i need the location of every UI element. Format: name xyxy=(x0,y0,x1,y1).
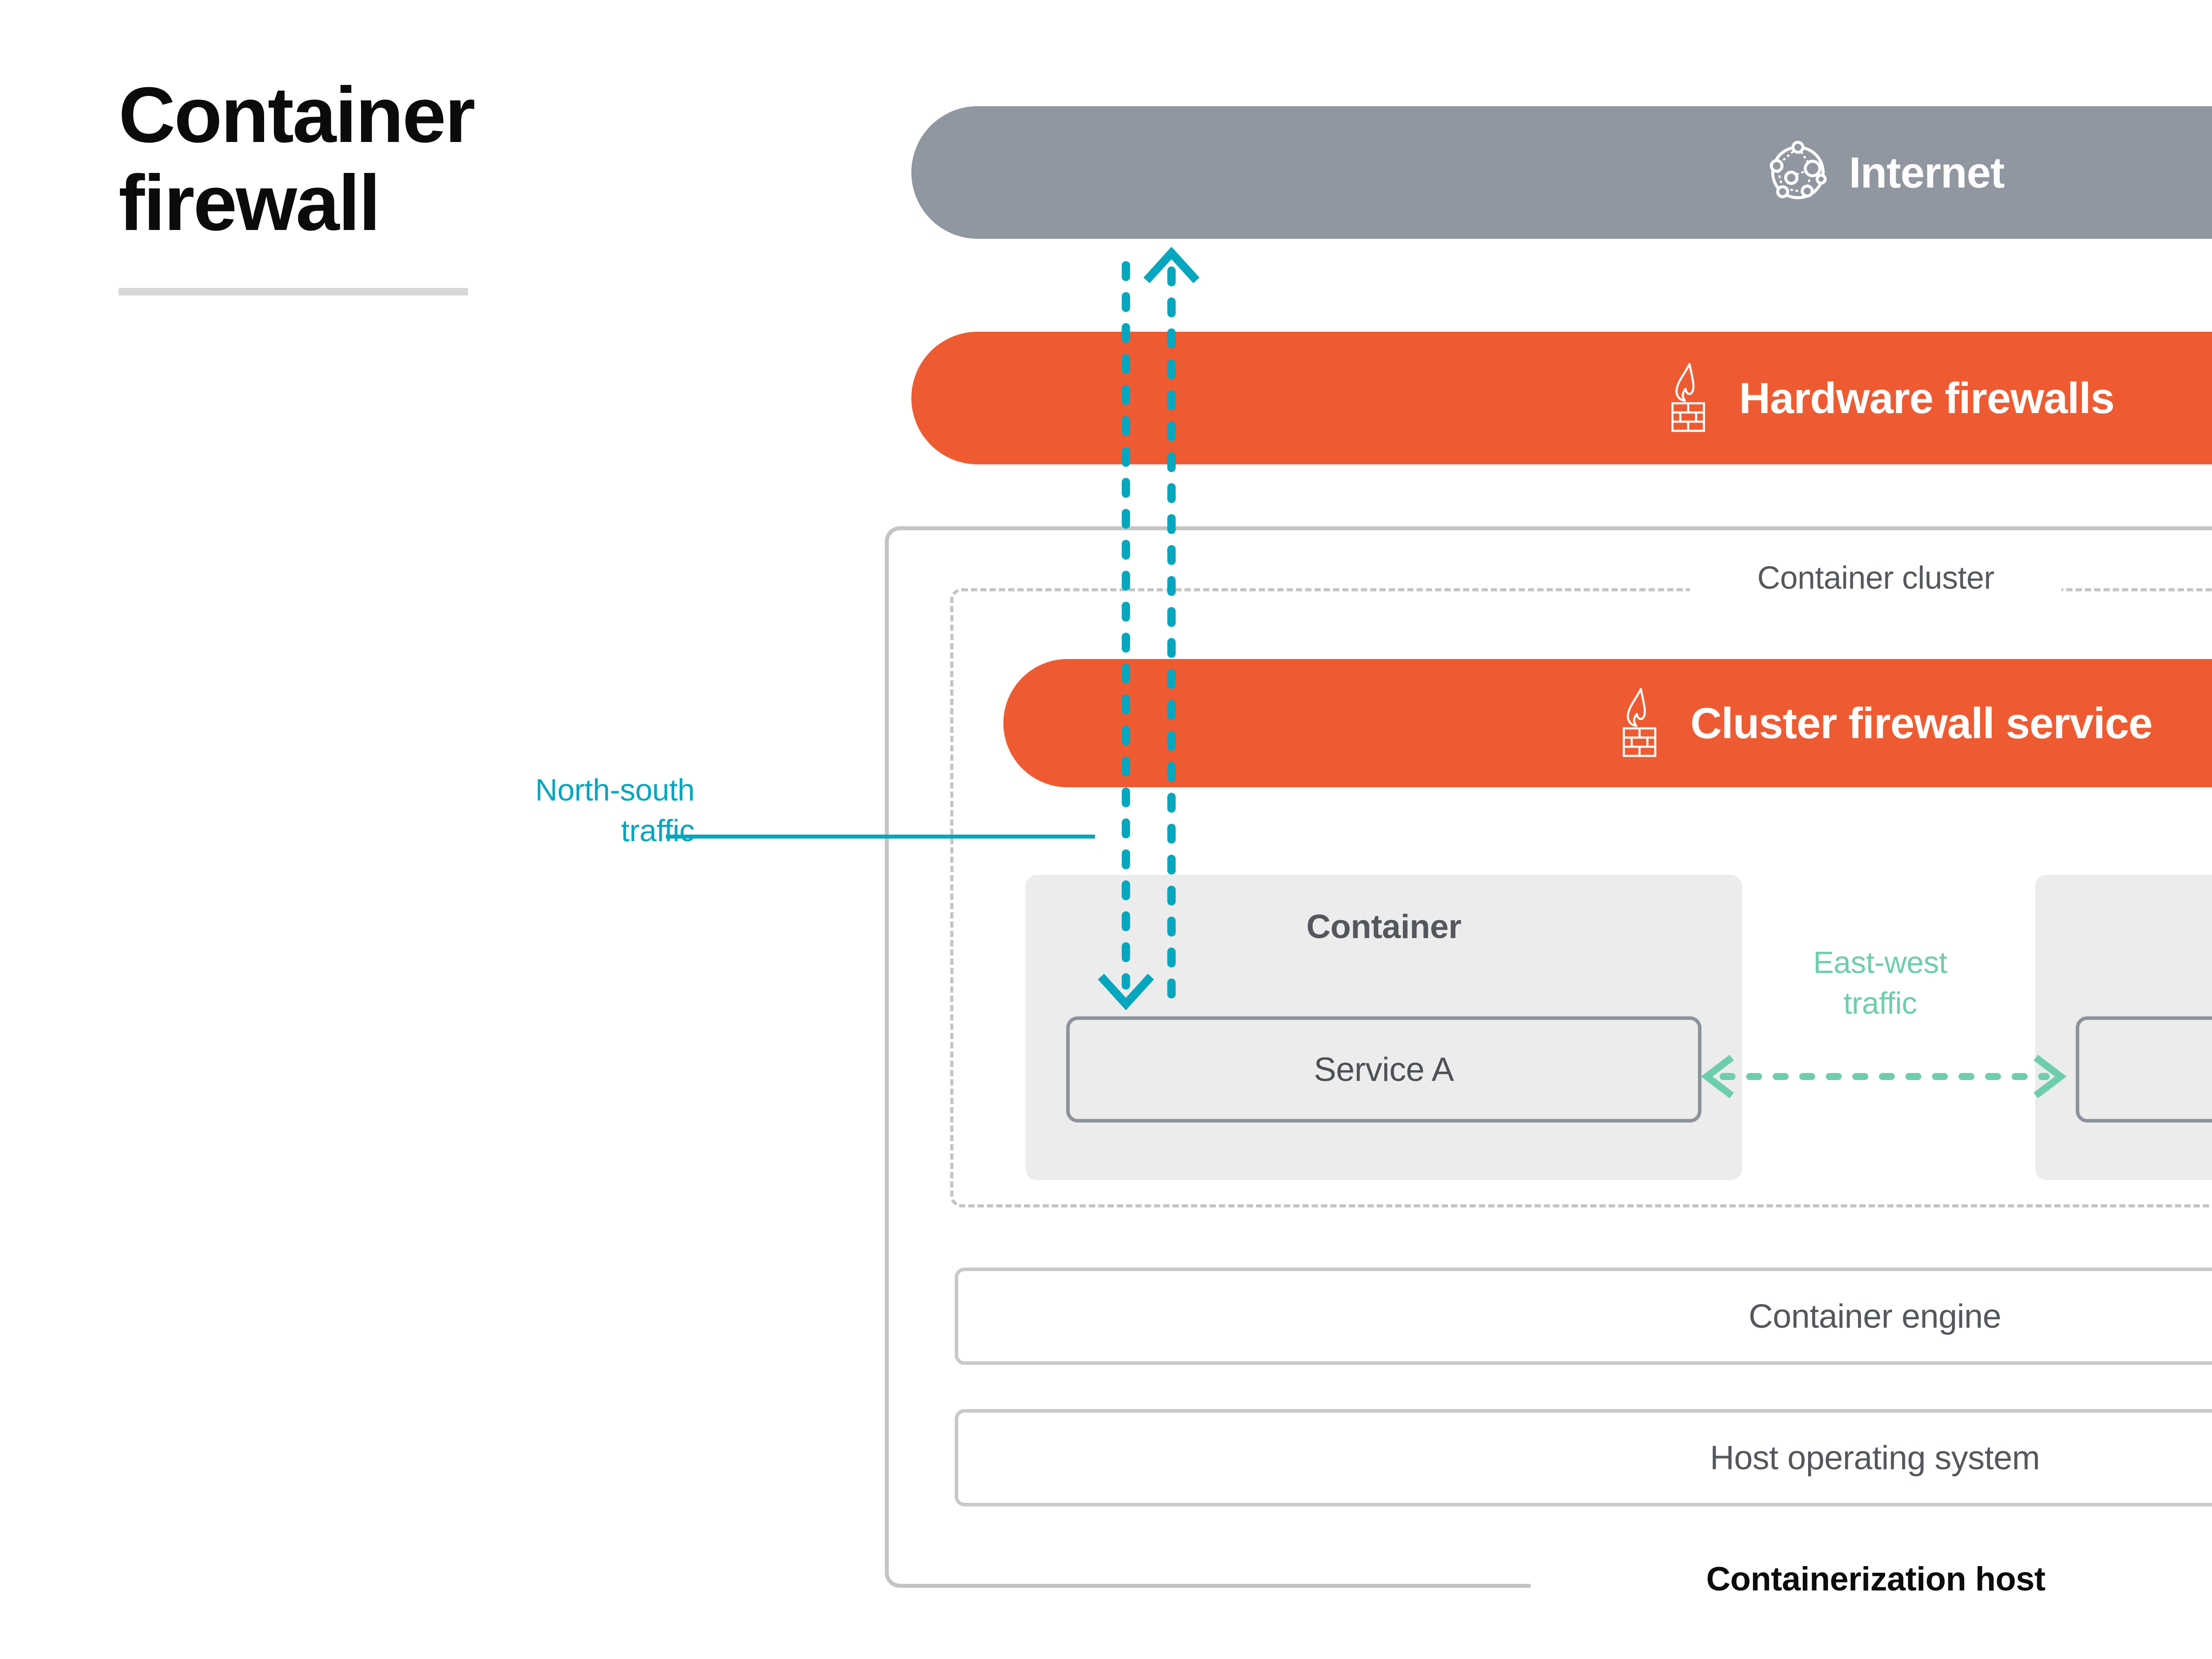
east-west-traffic-label: East-west traffic xyxy=(1813,945,1947,1021)
internet-label: Internet xyxy=(1849,148,2005,197)
cluster-label-backdrop xyxy=(1690,573,2062,600)
internet-bar: Internet xyxy=(911,106,2212,239)
container-engine-box: Container engine xyxy=(955,1268,2212,1365)
page-title: Container firewall xyxy=(119,71,476,247)
cluster-firewall-service-bar: Cluster firewall service xyxy=(1003,659,2212,787)
network-globe-icon xyxy=(1765,139,1831,206)
north-south-traffic-label: North-south traffic xyxy=(535,773,695,848)
service-box-a: Service A xyxy=(1066,1016,1701,1123)
container-cluster-label: Container cluster xyxy=(1757,560,1994,596)
cluster-firewall-label: Cluster firewall service xyxy=(1690,698,2153,747)
hardware-firewalls-label: Hardware firewalls xyxy=(1739,373,2115,422)
title-block: Container firewall xyxy=(119,71,782,295)
container-card-a: Container Service A xyxy=(1025,875,1742,1180)
container-title: Container xyxy=(2035,908,2212,946)
title-divider xyxy=(119,287,468,295)
service-box-b: Service B xyxy=(2076,1016,2212,1123)
containerization-host-label: Containerization host xyxy=(1706,1560,2046,1598)
container-title: Container xyxy=(1306,908,1462,946)
hardware-firewalls-bar: Hardware firewalls xyxy=(911,332,2212,464)
firewall-flame-icon xyxy=(1606,688,1673,759)
host-operating-system-box: Host operating system xyxy=(955,1409,2212,1506)
north-south-leader-line xyxy=(666,835,1095,839)
container-cluster-box xyxy=(950,588,2212,1207)
container-card-b: Container Service B xyxy=(2035,875,2212,1180)
host-label-backdrop xyxy=(1531,1575,2212,1601)
firewall-flame-icon xyxy=(1655,363,1721,433)
